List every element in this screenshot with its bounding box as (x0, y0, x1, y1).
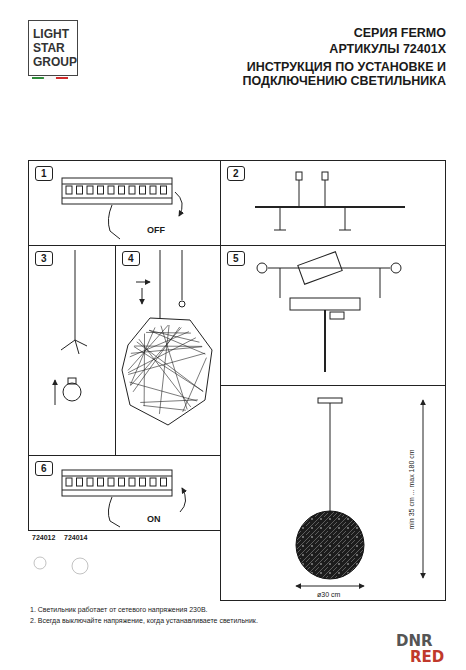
callout-number: 4 (122, 251, 140, 266)
step-panel: min 35 cm ... max 180 cm ø30 cm (220, 385, 446, 601)
flag-stripe (32, 77, 68, 79)
article-label: АРТИКУЛЫ 72401X (329, 42, 446, 56)
step-panel: 2 (220, 160, 446, 246)
step-panel: 6ON (28, 455, 221, 531)
series-label: СЕРИЯ FERMO (354, 26, 446, 40)
article-number: 724014 (64, 534, 87, 541)
article-number: 724012 (32, 534, 55, 541)
cord-bulb (55, 250, 87, 405)
instruction-title: ИНСТРУКЦИЯ ПО УСТАНОВКЕ И ПОДКЛЮЧЕНИЮ СВ… (146, 60, 446, 88)
callout-number: 3 (35, 251, 53, 266)
mounting-plate (255, 172, 405, 230)
logo-text: LIGHT STAR GROUP (33, 27, 75, 69)
callout-number: 6 (35, 461, 53, 476)
note: 1. Светильник работает от сетевого напря… (30, 606, 208, 613)
breaker-off (62, 178, 182, 239)
watermark: DNR (396, 632, 433, 650)
step-panel: 5 (220, 245, 446, 386)
dimension-label: min 35 cm ... max 180 cm (407, 449, 414, 529)
callout-number: 1 (35, 166, 53, 181)
step-panel: 3 (28, 245, 116, 456)
state-label: ON (147, 514, 161, 524)
pendant-lamp (296, 398, 423, 586)
step-panel: 1OFF (28, 160, 221, 246)
state-label: ø30 cm (317, 591, 340, 598)
step-panel: 4 (115, 245, 221, 456)
callout-number: 2 (227, 166, 245, 181)
note: 2. Всегда выключайте напряжение, когда у… (30, 617, 258, 624)
breaker-on (62, 470, 186, 527)
canopy (257, 252, 401, 372)
state-label: OFF (147, 225, 165, 235)
lamp-shade (122, 250, 212, 425)
brand-logo: LIGHT STAR GROUP (28, 20, 78, 76)
watermark: RED (410, 648, 444, 666)
product-thumbnails (34, 557, 88, 574)
callout-number: 5 (227, 251, 245, 266)
